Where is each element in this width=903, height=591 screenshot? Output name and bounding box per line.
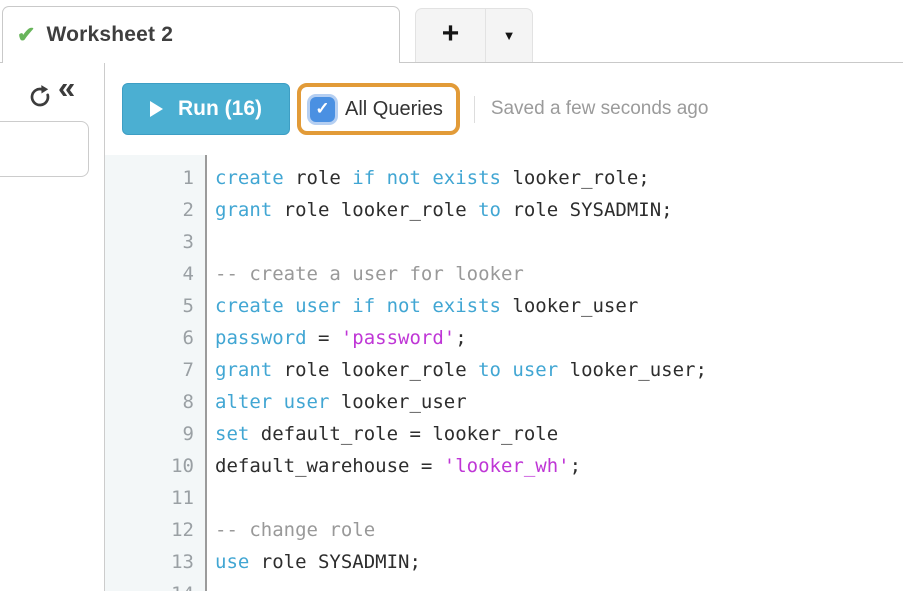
code-line[interactable]: -- create a user for looker	[215, 258, 903, 290]
code-line[interactable]: grant role looker_role to user looker_us…	[215, 354, 903, 386]
code-line[interactable]: password = 'password';	[215, 322, 903, 354]
new-worksheet-button[interactable]: +	[416, 9, 486, 62]
code-line[interactable]	[215, 482, 903, 514]
code-token-keyword: password	[215, 327, 307, 349]
all-queries-highlight: ✓ All Queries	[297, 83, 460, 135]
code-token-keyword: use	[215, 551, 250, 573]
code-token-keyword: grant	[215, 199, 273, 221]
code-token-plain: looker_user;	[558, 359, 707, 381]
code-token-keyword: create	[215, 167, 284, 189]
line-number: 7	[182, 359, 194, 381]
line-number: 10	[171, 455, 194, 477]
line-number: 14	[105, 578, 205, 591]
play-icon	[150, 101, 163, 117]
code-line[interactable]: create role if not exists looker_role;	[215, 162, 903, 194]
code-token-string: 'password'	[340, 327, 456, 349]
code-token-plain: role looker_role	[272, 359, 479, 381]
run-button-label: Run (16)	[178, 97, 262, 120]
code-token-plain: ;	[455, 327, 467, 349]
code-token-plain: looker_user	[500, 295, 639, 317]
code-line[interactable]: default_warehouse = 'looker_wh';	[215, 450, 903, 482]
run-button[interactable]: Run (16)	[122, 83, 290, 135]
sql-editor: 1234567891011121314 create role if not e…	[105, 155, 903, 591]
tab-saved-check-icon: ✔	[17, 22, 36, 47]
tab-label: Worksheet 2	[46, 23, 174, 46]
code-token-string: 'looker_wh'	[443, 455, 570, 477]
code-token-plain: role looker_role	[272, 199, 479, 221]
code-token-plain: role	[283, 167, 353, 189]
code-token-plain: looker_user	[329, 391, 467, 413]
code-token-plain: role SYSADMIN;	[501, 199, 673, 221]
tab-bar: ✔ Worksheet 2 + ▼	[0, 0, 903, 63]
code-token-keyword: grant	[215, 359, 273, 381]
worksheet-toolbar: Run (16) ✓ All Queries Saved a few secon…	[105, 63, 903, 155]
code-line[interactable]	[215, 226, 903, 258]
code-token-comment: -- create a user for looker	[215, 263, 524, 285]
code-line[interactable]: create user if not exists looker_user	[215, 290, 903, 322]
line-number-gutter: 1234567891011121314	[105, 155, 207, 591]
code-line[interactable]: set default_role = looker_role	[215, 418, 903, 450]
code-token-keyword: to user	[478, 359, 559, 381]
code-line[interactable]: alter user looker_user	[215, 386, 903, 418]
checkmark-icon: ✓	[315, 99, 330, 118]
code-token-keyword: alter user	[215, 391, 330, 413]
refresh-icon	[30, 85, 50, 107]
code-token-keyword: create user if not exists	[215, 295, 501, 317]
toolbar-divider	[473, 95, 475, 123]
code-area[interactable]: create role if not exists looker_role;gr…	[207, 155, 903, 591]
code-line[interactable]: -- change role	[215, 514, 903, 546]
line-number: 2	[182, 199, 194, 221]
saved-status: Saved a few seconds ago	[490, 98, 709, 119]
collapse-sidebar-button[interactable]: «	[58, 72, 75, 103]
line-number: 11	[171, 487, 194, 509]
plus-icon: +	[441, 16, 460, 50]
line-number: 9	[182, 423, 194, 445]
code-line[interactable]: use role SYSADMIN;	[215, 546, 903, 578]
all-queries-checkbox[interactable]: ✓	[310, 96, 335, 122]
code-token-plain: default_warehouse =	[215, 455, 444, 477]
code-token-plain: role SYSADMIN;	[249, 551, 421, 573]
refresh-button[interactable]	[27, 83, 53, 109]
code-line[interactable]	[215, 578, 903, 591]
object-browser-sidebar: «	[0, 63, 105, 591]
line-number: 13	[171, 551, 194, 573]
line-number: 4	[182, 263, 194, 285]
sidebar-panel-box	[0, 121, 89, 177]
code-token-plain: looker_role;	[501, 167, 650, 189]
worksheet-menu-button[interactable]: ▼	[486, 9, 532, 62]
double-chevron-left-icon: «	[58, 70, 76, 105]
line-number: 3	[182, 231, 194, 253]
code-token-comment: -- change role	[215, 519, 376, 541]
code-line[interactable]: grant role looker_role to role SYSADMIN;	[215, 194, 903, 226]
tab-worksheet-2[interactable]: ✔ Worksheet 2	[2, 6, 400, 63]
line-number: 8	[182, 391, 194, 413]
code-token-plain: ;	[569, 455, 582, 477]
line-number: 5	[182, 295, 194, 317]
code-token-keyword: set	[215, 423, 250, 445]
code-token-plain: =	[306, 327, 341, 349]
code-token-keyword: if not exists	[352, 167, 501, 189]
all-queries-label[interactable]: All Queries	[345, 97, 443, 120]
line-number: 1	[182, 167, 194, 189]
line-number: 12	[171, 519, 194, 541]
line-number: 6	[182, 327, 194, 349]
code-token-plain: default_role = looker_role	[249, 423, 559, 445]
code-token-keyword: to	[478, 199, 501, 221]
chevron-down-icon: ▼	[502, 28, 516, 43]
tab-actions-group: + ▼	[415, 8, 533, 62]
